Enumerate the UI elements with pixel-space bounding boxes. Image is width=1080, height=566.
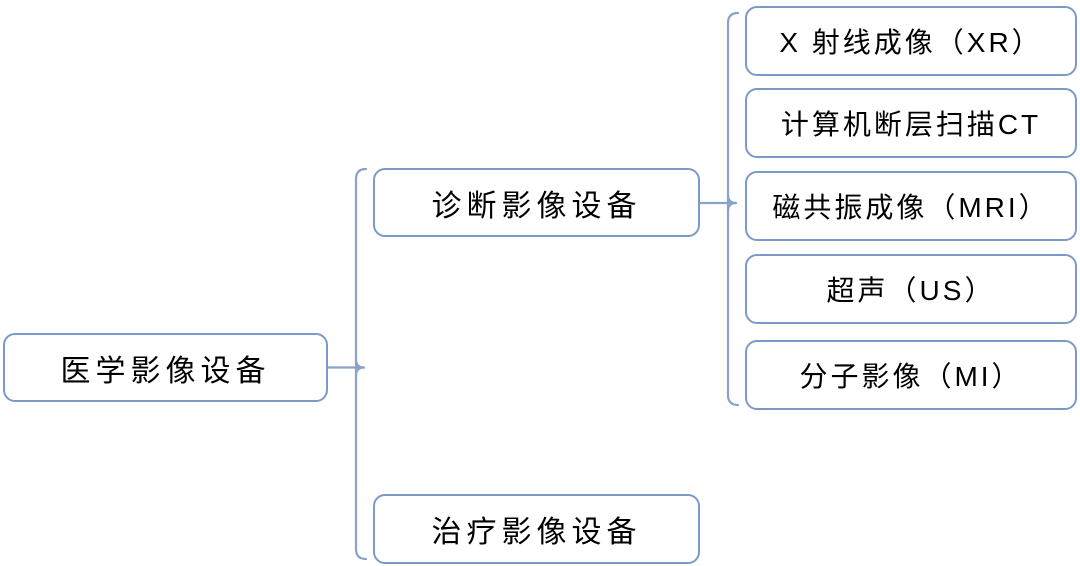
leaf-node-us-label: 超声（US） (826, 275, 996, 306)
branch-node-treatment: 治疗影像设备 (373, 494, 700, 564)
right-brace-connector (726, 11, 740, 407)
leaf-node-mi-label: 分子影像（MI） (799, 361, 1023, 392)
leaf-node-mri: 磁共振成像（MRI） (745, 171, 1077, 241)
leaf-node-mri-label: 磁共振成像（MRI） (772, 192, 1050, 223)
branch-node-diagnostic-label: 诊断影像设备 (431, 189, 642, 223)
branch-node-treatment-label: 治疗影像设备 (431, 516, 642, 549)
leaf-node-us: 超声（US） (745, 254, 1077, 324)
left-brace-connector (354, 167, 368, 561)
leaf-node-mi: 分子影像（MI） (745, 340, 1077, 410)
leaf-node-ct: 计算机断层扫描CT (745, 88, 1077, 158)
root-node-label: 医学影像设备 (60, 354, 271, 388)
leaf-node-xr-label: X 射线成像（XR） (779, 27, 1043, 58)
root-node-medical-imaging: 医学影像设备 (3, 333, 328, 402)
leaf-node-ct-label: 计算机断层扫描CT (780, 109, 1042, 140)
left-brace-middle-fillet (354, 358, 366, 377)
right-brace-middle-fillet (726, 193, 738, 213)
leaf-node-xr: X 射线成像（XR） (745, 6, 1077, 76)
branch-node-diagnostic: 诊断影像设备 (373, 168, 700, 237)
